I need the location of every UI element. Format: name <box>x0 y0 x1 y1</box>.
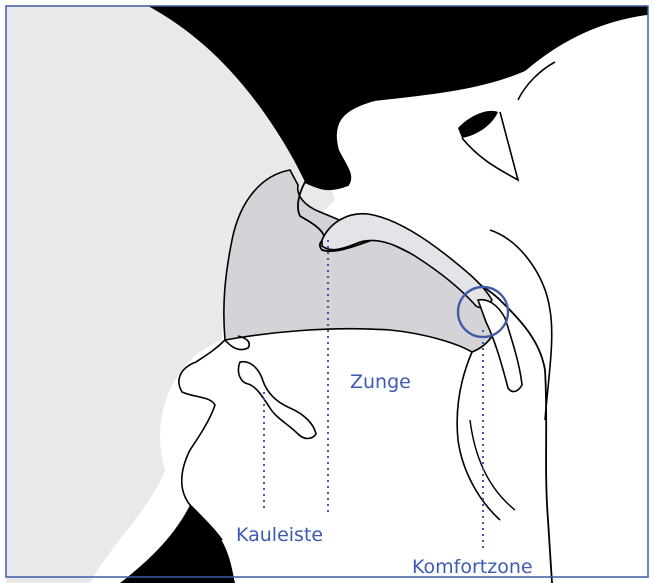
eye-shape <box>458 111 498 138</box>
lower-jaw-outline <box>179 336 500 540</box>
neck-line <box>470 420 515 510</box>
tongue-region <box>224 170 500 352</box>
label-komfortzone: Komfortzone <box>412 556 533 578</box>
label-zunge: Zunge <box>350 371 411 393</box>
label-kauleiste: Kauleiste <box>236 524 323 546</box>
lower-teeth-detail <box>238 362 316 439</box>
